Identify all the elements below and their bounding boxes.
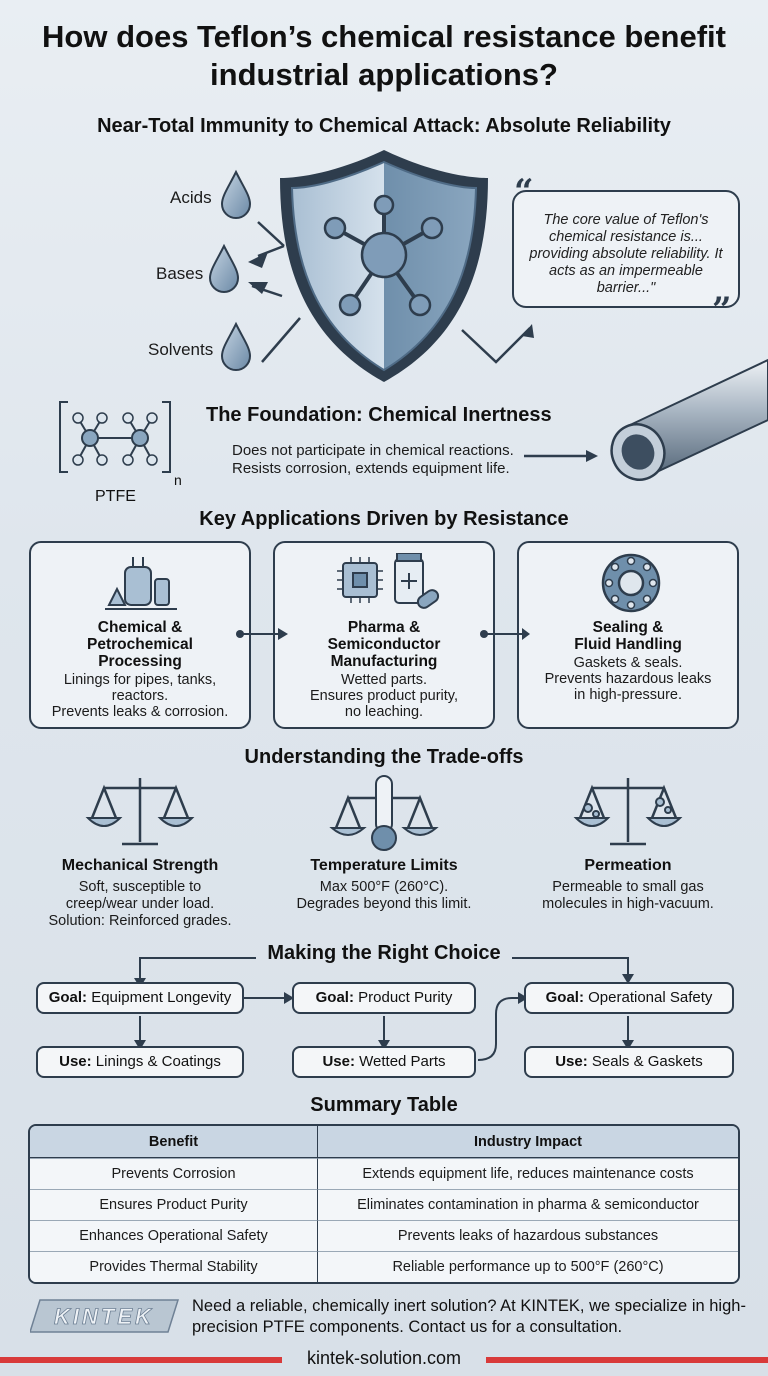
tradeoffs-heading: Understanding the Trade-offs (244, 746, 524, 768)
table-cell: Prevents leaks of hazardous substances (318, 1220, 738, 1251)
goal-text: Product Purity (358, 989, 453, 1006)
goal-label: Goal: (48, 989, 88, 1006)
chip-and-medicine-icon (337, 553, 440, 609)
kintek-logo: KINTEK (30, 1299, 180, 1333)
gasket-icon (601, 553, 661, 613)
chemical-label-acids: Acids (170, 188, 212, 207)
tradeoff-description: Max 500°F (260°C). Degrades beyond this … (296, 879, 472, 912)
application-title: Pharma & Semiconductor Manufacturing (327, 619, 441, 670)
table-cell: Reliable performance up to 500°F (260°C) (318, 1251, 738, 1282)
application-title: Chemical & Petrochemical Processing (87, 619, 193, 670)
application-description: Wetted parts. Ensures product purity, no… (309, 672, 459, 720)
goal-box: Goal: Equipment Longevity (36, 982, 244, 1014)
use-label: Use: (59, 1053, 92, 1070)
tradeoff-description: Soft, susceptible to creep/wear under lo… (48, 879, 232, 929)
application-description: Gaskets & seals. Prevents hazardous leak… (544, 655, 712, 703)
table-cell: Extends equipment life, reduces maintena… (318, 1158, 738, 1189)
tradeoff-item: Mechanical Strength Soft, susceptible to… (20, 857, 260, 930)
tradeoff-icons (85, 775, 683, 851)
table-cell: Eliminates contamination in pharma & sem… (318, 1189, 738, 1220)
footer: kintek-solution.com (0, 1348, 768, 1374)
chemical-label-bases: Bases (156, 264, 204, 283)
summary-heading: Summary Table (310, 1094, 458, 1116)
application-card: Chemical & Petrochemical Processing Lini… (29, 541, 251, 729)
table-header: Industry Impact (318, 1126, 738, 1158)
goal-label: Goal: (315, 989, 354, 1006)
application-card: Sealing & Fluid Handling Gaskets & seals… (517, 541, 739, 729)
chemical-plant-icon (105, 557, 177, 610)
application-arrows (236, 628, 530, 640)
immunity-heading: Near-Total Immunity to Chemical Attack: … (97, 115, 671, 137)
goal-box: Goal: Operational Safety (524, 982, 734, 1014)
tradeoff-title: Temperature Limits (310, 857, 458, 874)
use-label: Use: (555, 1053, 588, 1070)
application-description: Linings for pipes, tanks, reactors. Prev… (51, 672, 229, 720)
foundation-text: Does not participate in chemical reactio… (232, 442, 514, 478)
use-box: Use: Wetted Parts (292, 1046, 476, 1078)
use-box: Use: Seals & Gaskets (524, 1046, 734, 1078)
application-title: Sealing & Fluid Handling (574, 619, 682, 653)
table-header: Benefit (30, 1126, 318, 1158)
logo-text: KINTEK (54, 1304, 154, 1329)
use-text: Linings & Coatings (95, 1053, 221, 1070)
goal-label: Goal: (545, 989, 584, 1006)
ptfe-label: PTFE (95, 488, 136, 505)
use-box: Use: Linings & Coatings (36, 1046, 244, 1078)
ptfe-subscript: n (174, 472, 182, 488)
table-cell: Enhances Operational Safety (30, 1220, 318, 1251)
goal-text: Operational Safety (588, 989, 713, 1006)
page-title: How does Teflon’s chemical resistance be… (42, 19, 726, 92)
tradeoff-item: Temperature Limits Max 500°F (260°C). De… (264, 857, 504, 913)
tradeoff-item: Permeation Permeable to small gas molecu… (508, 857, 748, 913)
use-label: Use: (322, 1053, 355, 1070)
cta-text: Need a reliable, chemically inert soluti… (192, 1297, 746, 1336)
ptfe-structure-icon (59, 401, 171, 473)
foundation-line-1: Does not participate in chemical reactio… (232, 442, 514, 459)
goal-box: Goal: Product Purity (292, 982, 476, 1014)
choice-flow-arrows (134, 957, 634, 1061)
goal-text: Equipment Longevity (91, 989, 232, 1006)
table-header-row: Benefit Industry Impact (30, 1126, 738, 1158)
quote-text: The core value of Teflon's chemical resi… (529, 212, 723, 296)
application-card: Pharma & Semiconductor Manufacturing Wet… (273, 541, 495, 729)
footer-link[interactable]: kintek-solution.com (306, 1348, 462, 1368)
close-quote-icon: ” (712, 290, 732, 330)
use-text: Seals & Gaskets (591, 1053, 703, 1070)
shield-illustration (208, 150, 534, 382)
drop-icon (208, 169, 252, 371)
table-cell: Provides Thermal Stability (30, 1251, 318, 1282)
tradeoff-title: Mechanical Strength (61, 857, 219, 874)
pipe-illustration (524, 358, 768, 481)
chemical-label-solvents: Solvents (148, 340, 214, 359)
quote-box: The core value of Teflon's chemical resi… (512, 190, 740, 308)
foundation-line-2: Resists corrosion, extends equipment lif… (232, 460, 510, 477)
applications-heading: Key Applications Driven by Resistance (199, 508, 569, 530)
foundation-title: The Foundation: Chemical Inertness (206, 404, 552, 426)
table-cell: Prevents Corrosion (30, 1158, 318, 1189)
table-cell: Ensures Product Purity (30, 1189, 318, 1220)
use-text: Wetted Parts (359, 1053, 446, 1070)
choice-heading: Making the Right Choice (267, 942, 501, 964)
summary-table: Benefit Industry Impact Prevents Corrosi… (28, 1124, 740, 1284)
tradeoff-description: Permeable to small gas molecules in high… (542, 879, 714, 912)
footer-rule-left (0, 1357, 282, 1363)
tradeoff-title: Permeation (584, 857, 672, 874)
footer-rule-right (486, 1357, 768, 1363)
